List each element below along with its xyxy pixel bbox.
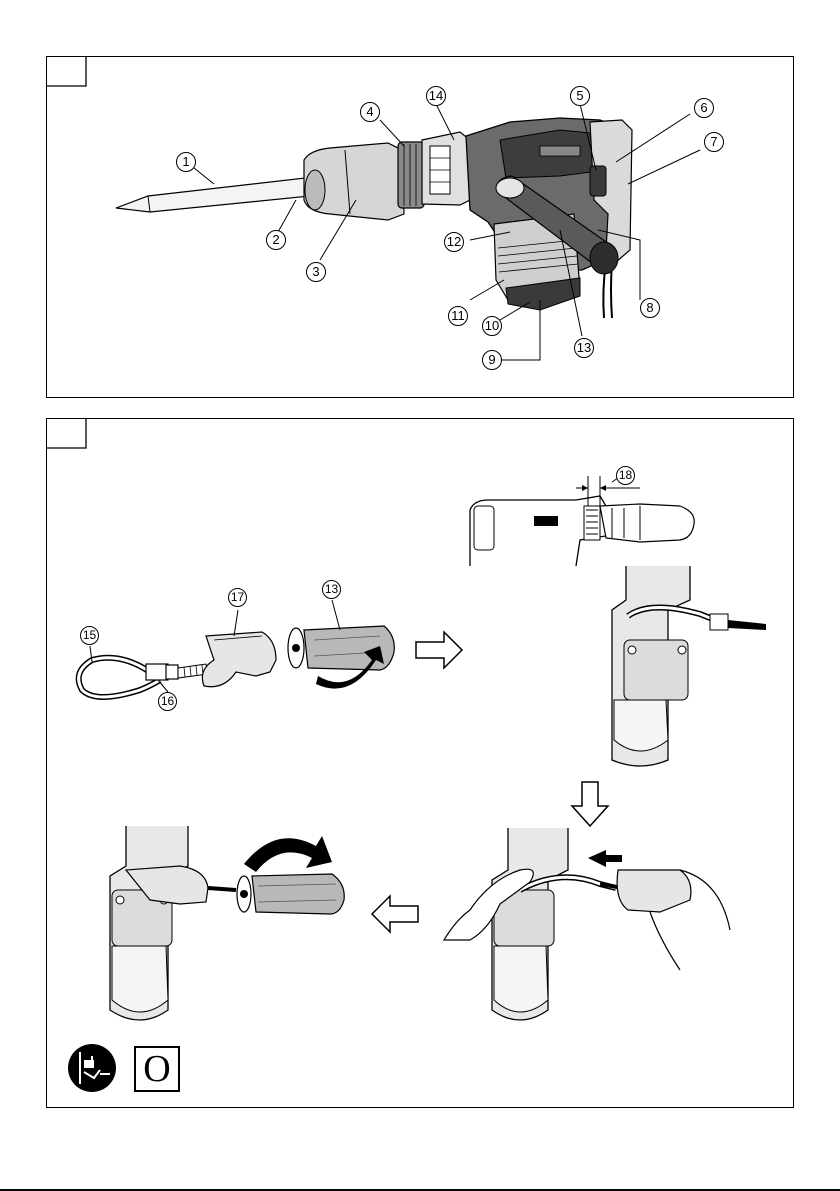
callout-16: 16 — [158, 692, 177, 711]
bolt — [166, 664, 208, 679]
hammer-top-view — [470, 474, 694, 566]
callout-18: 18 — [616, 466, 635, 485]
assembled-side-grip — [110, 826, 344, 1020]
mode-symbol-box: O — [134, 1046, 180, 1092]
unplug-icon — [68, 1044, 116, 1092]
hammer-front-with-strap — [612, 566, 766, 766]
assembly-step-hands — [444, 828, 730, 1020]
rotate-arrow-icon — [244, 836, 332, 872]
callout-15: 15 — [80, 626, 99, 645]
band-strap — [79, 658, 168, 697]
arrow-right-icon — [416, 632, 462, 668]
grip-base — [202, 632, 276, 687]
callout-17: 17 — [228, 588, 247, 607]
arrow-down-icon — [572, 782, 608, 826]
callout-13-parts: 13 — [322, 580, 341, 599]
side-grip-handle — [288, 626, 394, 689]
arrow-left-icon — [372, 896, 418, 932]
